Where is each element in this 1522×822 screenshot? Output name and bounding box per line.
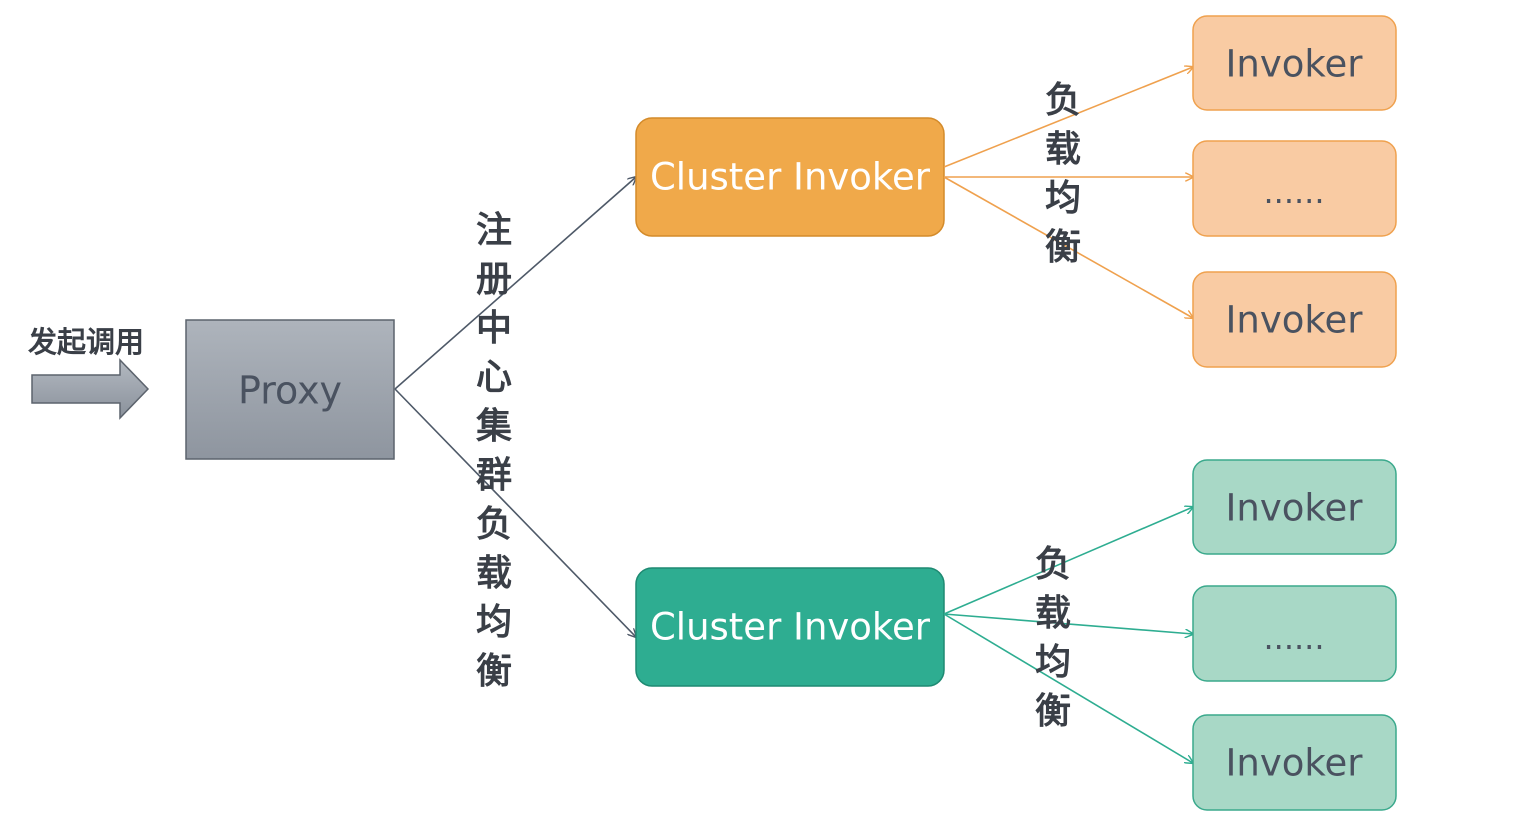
bottom-lb-label: 负 载 均 衡 [1035,544,1071,732]
invoker-top-3: Invoker [1192,271,1397,368]
registry-char: 集 [475,406,512,447]
invoker-bottom-2-label: ...... [1263,619,1324,657]
registry-char: 册 [476,259,512,300]
top-lb-char: 负 [1045,80,1081,121]
cluster-invoker-top: Cluster Invoker [635,117,945,237]
registry-char: 心 [476,357,512,398]
invoker-top-1-label: Invoker [1226,43,1364,86]
top-lb-label: 负 载 均 衡 [1045,80,1081,268]
top-lb-char: 载 [1045,129,1081,170]
invoker-bottom-1: Invoker [1192,459,1397,555]
registry-char: 中 [476,308,512,349]
invoker-bottom-3: Invoker [1192,714,1397,811]
invoker-top-2-label: ...... [1263,173,1324,211]
proxy-node: Proxy [185,319,395,460]
invoker-top-2: ...... [1192,140,1397,237]
cluster-invoker-bottom-label: Cluster Invoker [650,606,931,649]
cluster-invoker-bottom: Cluster Invoker [635,567,945,687]
edge-bottom-to-invoker-2 [943,613,1193,634]
caller-label: 发起调用 [27,325,144,359]
bottom-lb-char: 载 [1035,593,1071,634]
invoker-top-3-label: Invoker [1226,299,1364,342]
invoker-bottom-2: ...... [1192,585,1397,682]
registry-char: 群 [476,455,512,496]
registry-char: 均 [476,602,512,643]
bottom-lb-char: 均 [1035,642,1071,683]
bottom-lb-char: 负 [1035,544,1071,585]
edge-top-to-invoker-3 [943,176,1193,318]
registry-char: 注 [476,210,512,251]
top-lb-char: 均 [1045,178,1081,219]
proxy-label: Proxy [238,369,342,413]
invoker-bottom-1-label: Invoker [1226,487,1364,530]
edge-proxy-to-cluster-bottom [394,388,636,637]
registry-lb-label: 注 册 中 心 集 群 负 载 均 衡 [475,210,512,692]
edge-bottom-to-invoker-3 [943,613,1193,763]
registry-char: 衡 [476,651,512,692]
cluster-invoker-top-label: Cluster Invoker [650,156,931,199]
call-arrow-icon [31,358,150,420]
edge-top-to-invoker-1 [943,67,1193,168]
edge-bottom-to-invoker-1 [943,507,1193,615]
top-lb-char: 衡 [1045,227,1081,268]
invoker-top-1: Invoker [1192,15,1397,111]
invoker-bottom-3-label: Invoker [1226,742,1364,785]
registry-char: 载 [476,553,512,594]
bottom-lb-char: 衡 [1035,691,1071,732]
edge-proxy-to-cluster-top [394,177,636,390]
registry-char: 负 [476,504,512,545]
